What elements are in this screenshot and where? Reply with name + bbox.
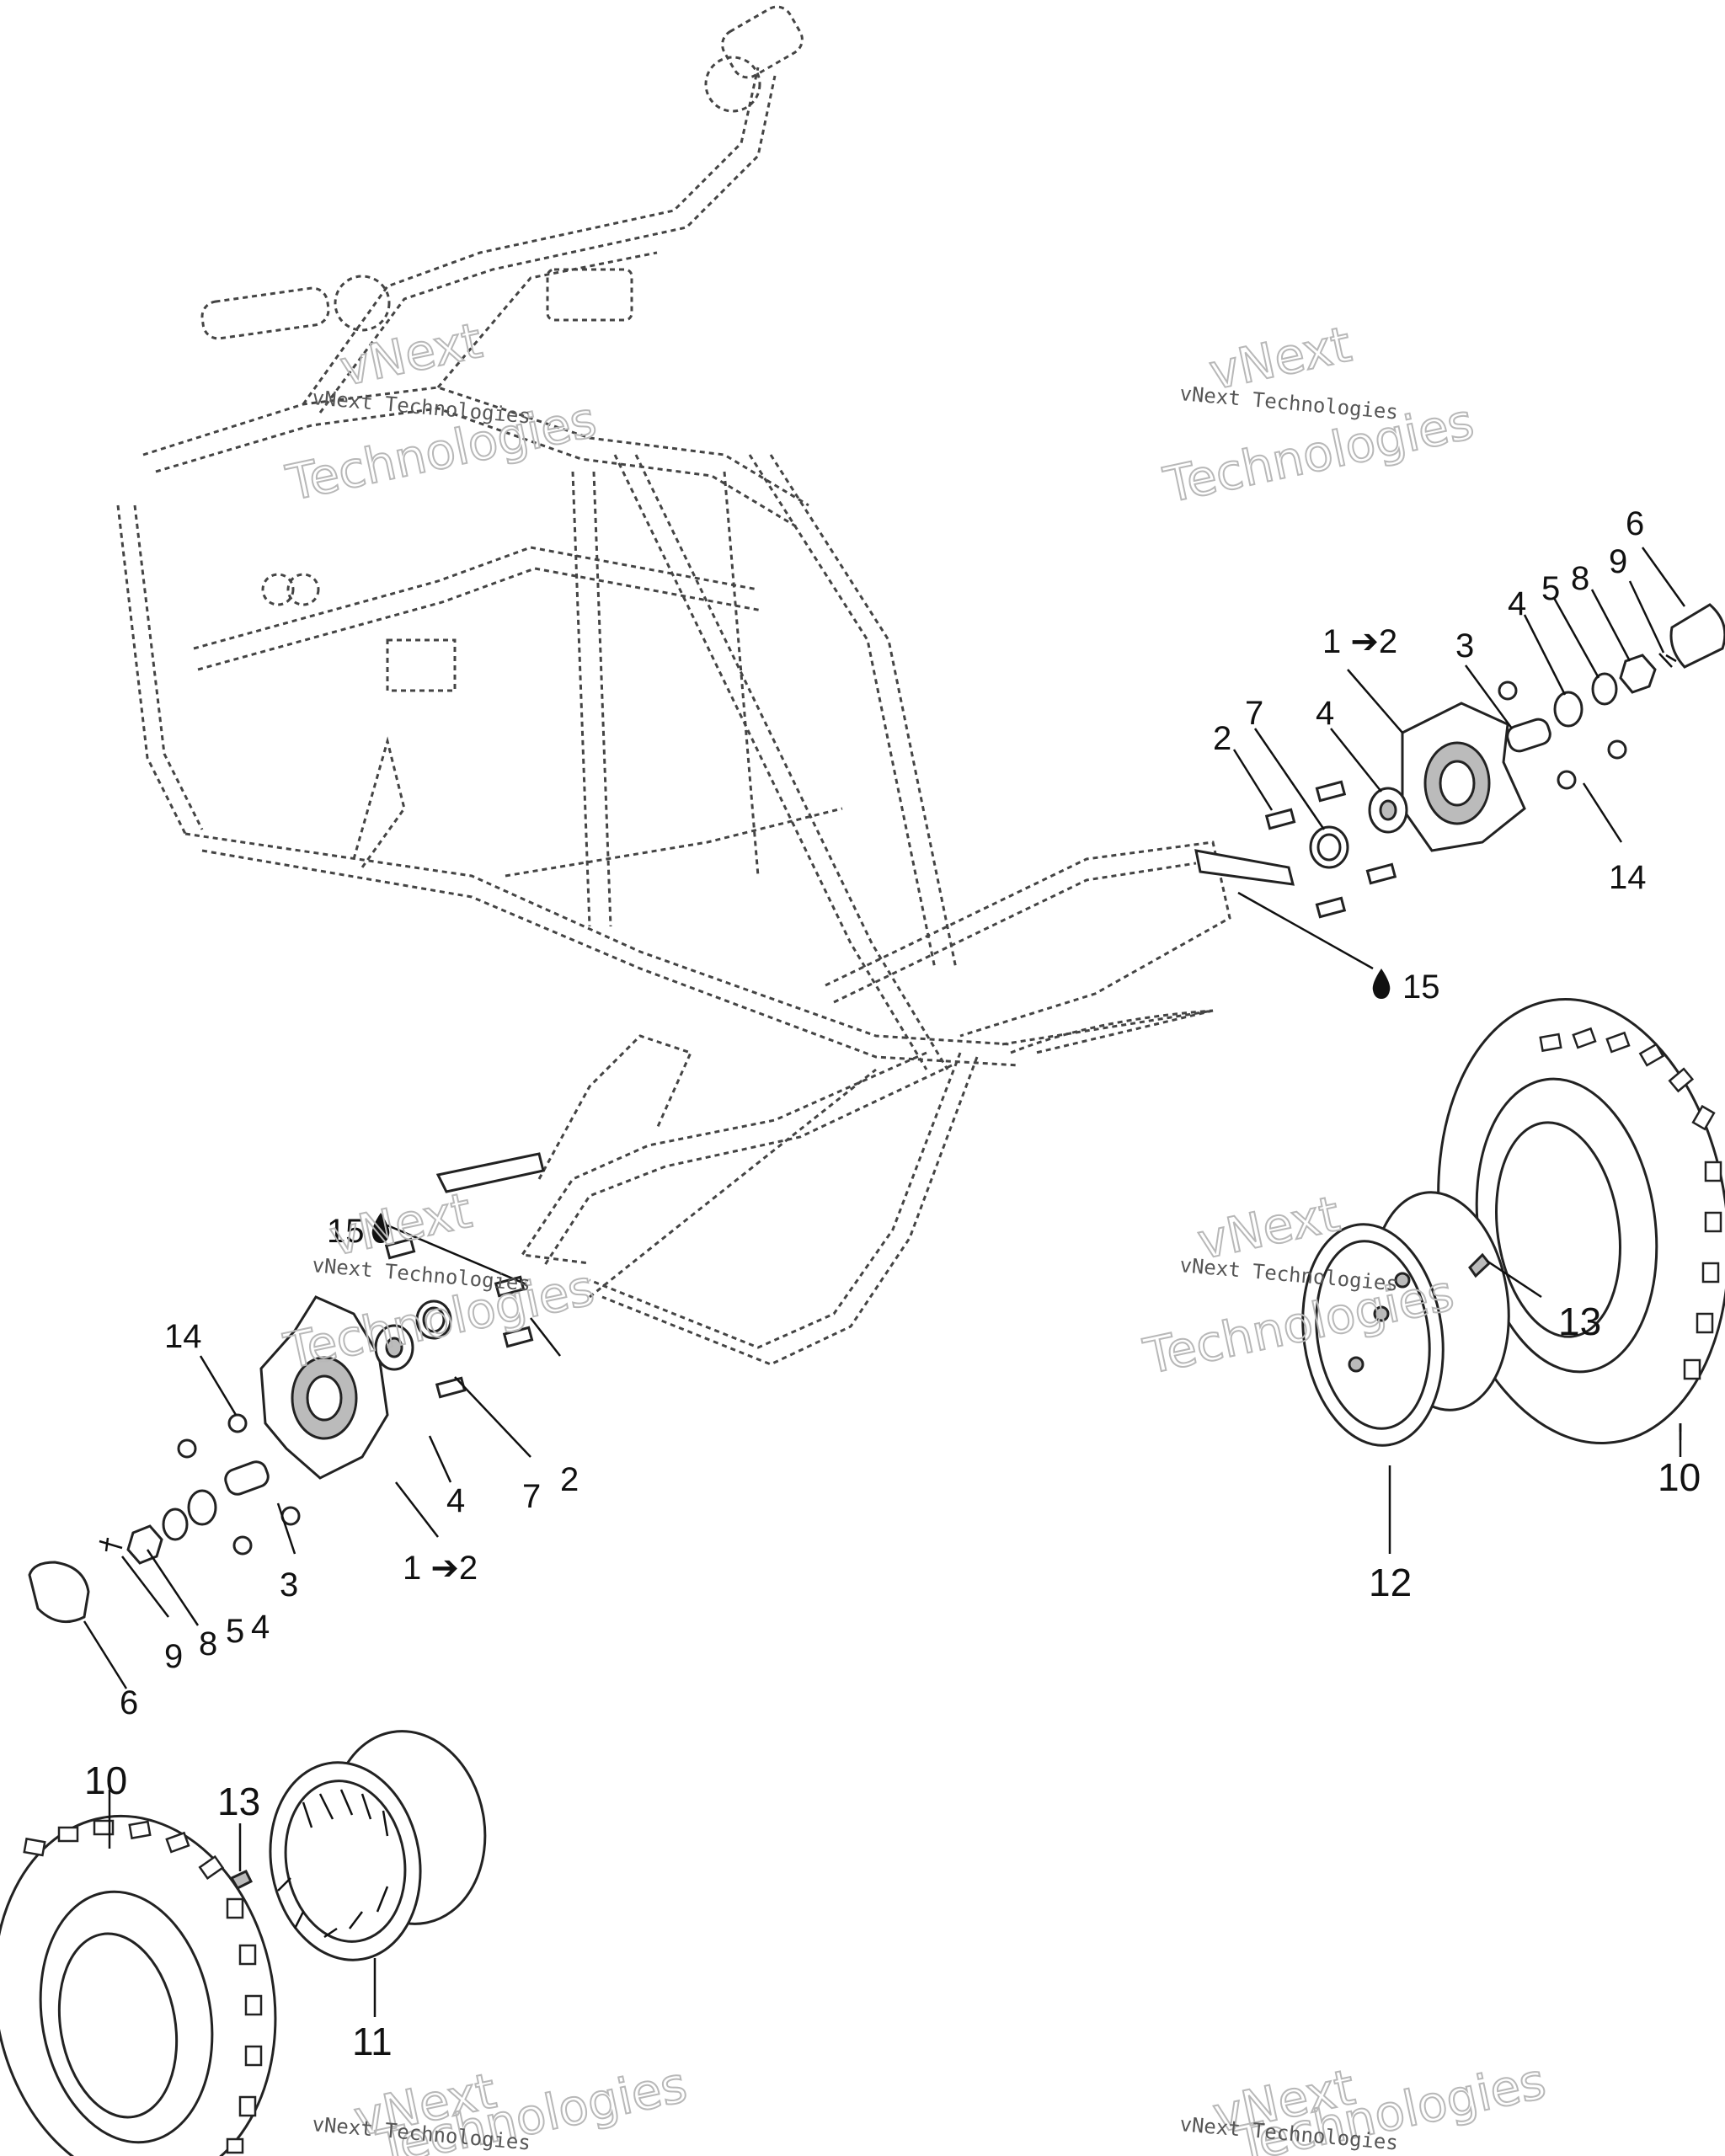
lug-nut bbox=[232, 1535, 253, 1556]
callout-8: 8 bbox=[1571, 560, 1589, 597]
lug-nut bbox=[177, 1438, 197, 1459]
stud bbox=[1315, 780, 1347, 803]
spacer bbox=[1506, 718, 1551, 753]
right-hub-leaders bbox=[1232, 547, 1686, 970]
watermark-line1: vNext bbox=[335, 312, 487, 398]
stud bbox=[1264, 808, 1296, 830]
callout-15: 15 bbox=[327, 1213, 365, 1250]
left-wheel-leaders bbox=[108, 1790, 377, 2017]
callout-3: 3 bbox=[1455, 627, 1474, 664]
watermark-caption: vNext Technologies bbox=[1178, 382, 1399, 424]
callout-4: 4 bbox=[446, 1482, 465, 1519]
left-tire bbox=[0, 1814, 277, 2156]
left-wheel-callouts: 10 13 11 bbox=[84, 1758, 393, 2063]
left-rim bbox=[229, 1730, 487, 1961]
hub-cap bbox=[28, 1561, 90, 1624]
callout-15: 15 bbox=[1402, 969, 1440, 1006]
callout-6: 6 bbox=[1626, 505, 1644, 542]
watermark-caption: vNext Technologies bbox=[311, 1253, 531, 1296]
stud bbox=[384, 1237, 416, 1260]
left-hub-leaders bbox=[83, 1224, 561, 1689]
callout-8: 8 bbox=[199, 1625, 217, 1662]
stud bbox=[1315, 896, 1347, 919]
callout-14: 14 bbox=[1609, 859, 1647, 896]
grease-droplet-icon bbox=[371, 1213, 390, 1243]
callout-7: 7 bbox=[522, 1478, 541, 1515]
callout-10: 10 bbox=[1658, 1455, 1701, 1499]
right-tire bbox=[1437, 998, 1725, 1444]
washer bbox=[1591, 672, 1618, 706]
callout-3: 3 bbox=[280, 1566, 298, 1604]
callout-14: 14 bbox=[164, 1318, 202, 1355]
callout-4-outer: 4 bbox=[251, 1609, 270, 1646]
washer bbox=[162, 1508, 189, 1541]
right-hub-callouts: 1 ➔2 2 3 4 4 5 6 7 8 9 14 15 bbox=[1213, 505, 1647, 1006]
callout-5: 5 bbox=[1541, 570, 1560, 607]
right-wheel-callouts: 13 12 10 bbox=[1369, 1299, 1701, 1604]
callout-7: 7 bbox=[1245, 695, 1263, 732]
castle-nut bbox=[126, 1524, 163, 1565]
cotter-pin bbox=[99, 1537, 123, 1552]
cotter-pin bbox=[1658, 653, 1677, 668]
bearing bbox=[1553, 691, 1583, 728]
callout-11: 11 bbox=[352, 2020, 393, 2063]
stud bbox=[435, 1376, 467, 1399]
callout-13: 13 bbox=[217, 1780, 260, 1823]
spacer bbox=[224, 1460, 270, 1496]
lug-nut bbox=[1498, 680, 1518, 701]
callout-1-2: 1 ➔2 bbox=[1322, 623, 1397, 660]
right-hub-assembly bbox=[1194, 603, 1725, 919]
callout-12: 12 bbox=[1369, 1561, 1412, 1604]
callout-6: 6 bbox=[120, 1684, 138, 1721]
callout-2: 2 bbox=[1213, 720, 1231, 757]
callout-5: 5 bbox=[226, 1613, 244, 1650]
grease-droplet-icon bbox=[1372, 969, 1391, 999]
callout-10: 10 bbox=[84, 1758, 127, 1802]
bearing bbox=[187, 1489, 217, 1526]
stud bbox=[1365, 862, 1397, 885]
left-hub-callouts: 1 ➔2 2 3 4 4 5 6 7 8 9 14 15 bbox=[120, 1213, 579, 1721]
callout-2: 2 bbox=[560, 1461, 579, 1498]
callout-4-outer: 4 bbox=[1508, 585, 1526, 622]
right-rim bbox=[1301, 1191, 1510, 1447]
left-hub-assembly bbox=[28, 1152, 545, 1624]
callout-9: 9 bbox=[164, 1638, 183, 1675]
stud bbox=[502, 1326, 534, 1348]
callout-4: 4 bbox=[1316, 695, 1334, 732]
hub-cap bbox=[1669, 603, 1725, 669]
callout-9: 9 bbox=[1609, 543, 1627, 580]
lug-nut bbox=[1607, 739, 1627, 760]
callout-13: 13 bbox=[1558, 1299, 1601, 1343]
lug-nut bbox=[227, 1413, 248, 1433]
chassis-frame bbox=[116, 5, 1231, 1366]
callout-1-2: 1 ➔2 bbox=[403, 1550, 478, 1587]
valve-stem bbox=[229, 1870, 254, 1890]
castle-nut bbox=[1619, 654, 1657, 694]
lug-nut bbox=[1557, 770, 1577, 790]
